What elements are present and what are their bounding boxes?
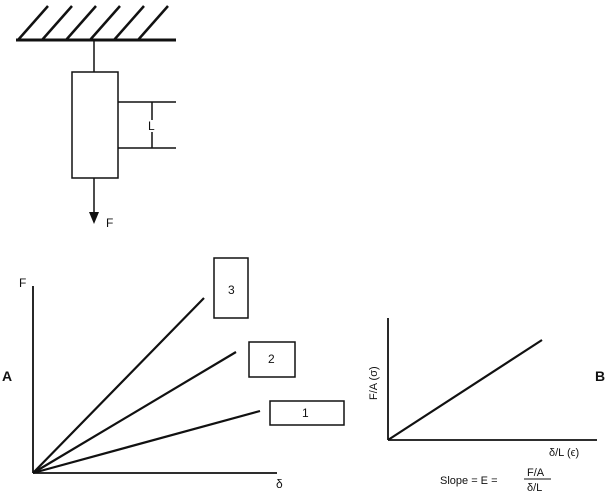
specimen-3-box: 3 [213,257,249,319]
force-label: F [106,216,113,230]
slope-equation: Slope = E = F/A δ/L [440,467,551,492]
load-line-specimen-3 [32,297,205,474]
length-dimension [118,101,176,149]
length-label: L [148,119,155,133]
panel-b-x-label: δ/L (ϵ) [549,447,579,459]
panel-b: B F/A (σ) δ/L (ϵ) Slope = E = F/A δ/L [368,318,605,492]
panel-b-label: B [595,368,605,384]
fixed-support-hatching [17,5,169,41]
panel-b-y-label: F/A (σ) [368,366,380,400]
load-line-specimen-1 [32,409,261,475]
load-line-specimen-2 [32,351,237,474]
specimen-2-box: 2 [248,341,296,378]
force-arrow-head [89,212,99,224]
hanging-specimen-diagram: L F [16,5,176,230]
specimen-block [71,71,119,179]
panel-a: A F δ 3 2 1 [2,257,345,491]
panel-a-y-label: F [19,276,26,290]
stress-strain-line [387,339,543,441]
specimen-1-box: 1 [269,400,345,426]
specimen-1-label: 1 [302,406,309,420]
slope-numerator: F/A [527,467,545,479]
panel-a-label: A [2,368,12,384]
specimen-2-label: 2 [268,352,275,366]
slope-prefix: Slope = E = [440,475,498,487]
panel-a-x-label: δ [276,477,283,491]
slope-denominator: δ/L [527,482,542,492]
specimen-3-label: 3 [228,283,235,297]
